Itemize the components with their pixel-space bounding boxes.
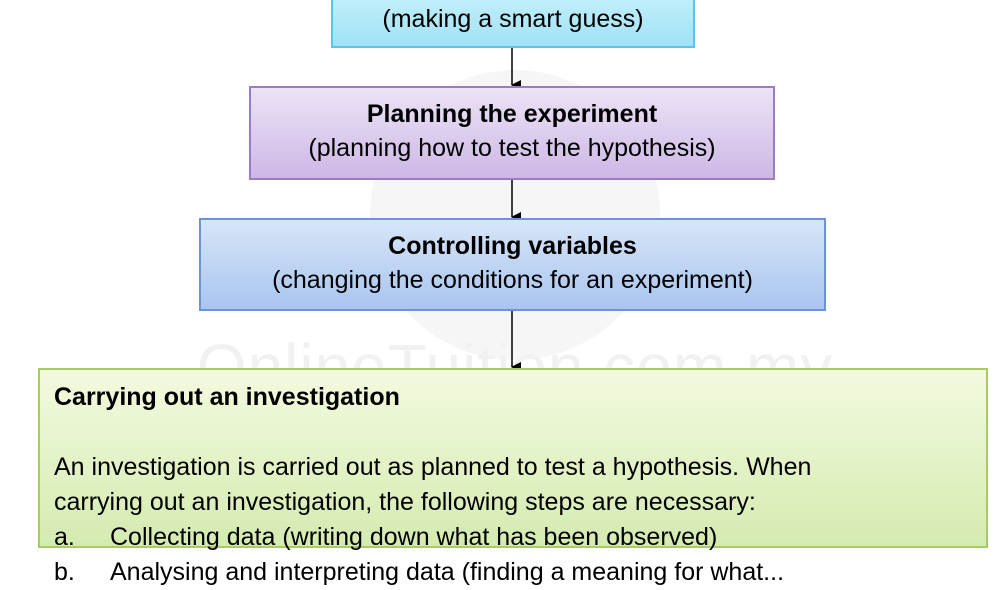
controlling-box: Controlling variables (changing the cond…	[199, 218, 826, 311]
investigation-line-1: An investigation is carried out as plann…	[54, 453, 812, 481]
investigation-step-a: a. Collecting data (writing down what has…	[54, 520, 986, 555]
planning-subtitle: (planning how to test the hypothesis)	[308, 134, 716, 162]
investigation-line-2: carrying out an investigation, the follo…	[54, 488, 756, 516]
investigation-box: Carrying out an investigation An investi…	[38, 368, 988, 586]
planning-box: Planning the experiment (planning how to…	[249, 86, 775, 180]
controlling-subtitle: (changing the conditions for an experime…	[272, 266, 753, 294]
flow-arrows	[511, 48, 521, 372]
controlling-title: Controlling variables	[388, 232, 637, 260]
hypothesis-subtitle: (making a smart guess)	[382, 5, 644, 33]
step-text: Collecting data (writing down what has b…	[110, 523, 718, 551]
step-letter: a.	[54, 523, 75, 551]
step-text: Analysing and interpreting data (finding…	[110, 558, 785, 586]
hypothesis-box: (making a smart guess)	[331, 0, 695, 48]
step-letter: b.	[54, 558, 75, 586]
investigation-title: Carrying out an investigation	[54, 383, 400, 411]
planning-title: Planning the experiment	[366, 100, 658, 128]
investigation-step-b: b. Analysing and interpreting data (findi…	[54, 555, 986, 590]
